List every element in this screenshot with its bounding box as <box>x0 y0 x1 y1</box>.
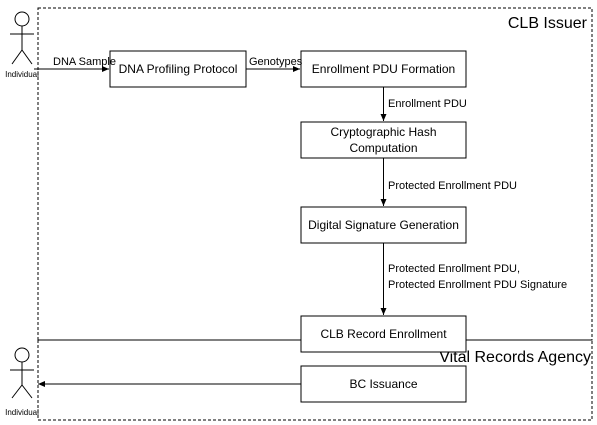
box-label-record-enrollment: CLB Record Enrollment <box>320 327 447 341</box>
actor-label-bottom: Individual <box>5 408 39 417</box>
box-label-enrollment-pdu-formation: Enrollment PDU Formation <box>312 62 455 76</box>
box-clb-record-enrollment: CLB Record Enrollment <box>300 315 467 353</box>
box-bc-issuance: BC Issuance <box>300 365 467 403</box>
actor-head-icon <box>14 347 30 363</box>
box-label-bc-issuance: BC Issuance <box>349 377 417 391</box>
zone-title-vital-records-agency: Vital Records Agency <box>439 349 591 366</box>
edge-label-protected-pdu-2: Protected Enrollment PDU, <box>388 263 520 275</box>
box-label-signature-generation: Digital Signature Generation <box>308 218 459 232</box>
box-label-hash-line2: Computation <box>349 141 417 155</box>
edge-label-enrollment-pdu: Enrollment PDU <box>388 98 467 110</box>
box-digital-signature-generation: Digital Signature Generation <box>300 206 467 244</box>
edge-label-protected-pdu-signature: Protected Enrollment PDU Signature <box>388 279 567 291</box>
edge-label-protected-pdu: Protected Enrollment PDU <box>388 180 517 192</box>
box-dna-profiling-protocol: DNA Profiling Protocol <box>109 50 247 88</box>
box-cryptographic-hash-computation: Cryptographic Hash Computation <box>300 121 467 159</box>
actor-label-top: Individual <box>5 70 39 79</box>
actor-individual-bottom <box>10 347 34 399</box>
box-label-hash-line1: Cryptographic Hash <box>330 125 436 139</box>
box-label-dna-profiling: DNA Profiling Protocol <box>119 62 238 76</box>
actor-individual-top <box>10 11 34 65</box>
edge-label-dna-sample: DNA Sample <box>53 56 116 68</box>
box-enrollment-pdu-formation: Enrollment PDU Formation <box>300 50 467 88</box>
zone-title-clb-issuer: CLB Issuer <box>508 15 588 32</box>
actor-head-icon <box>14 11 30 27</box>
edge-label-genotypes: Genotypes <box>249 56 303 68</box>
